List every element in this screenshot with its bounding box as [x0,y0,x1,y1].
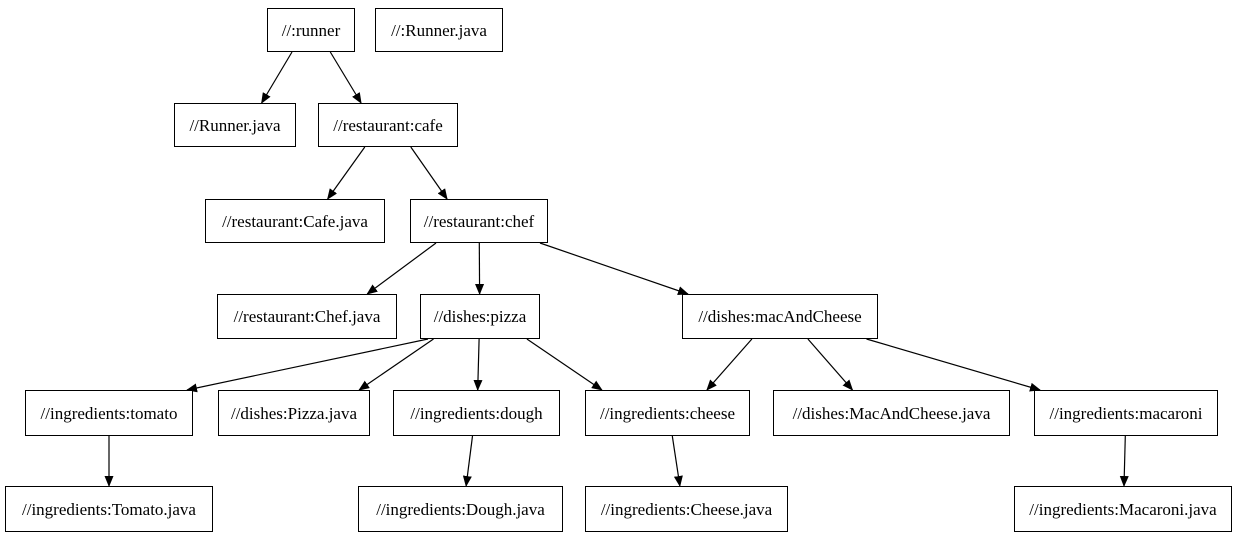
graph-node-label: //ingredients:dough [410,403,543,423]
graph-node-dough-java: //ingredients:Dough.java [358,486,563,532]
graph-edge-cafe-to-cafe-java [327,146,366,200]
graph-node-label: //dishes:pizza [433,307,527,326]
graph-node-chef-java: //restaurant:Chef.java [217,294,397,339]
graph-node-cheese-java: //ingredients:Cheese.java [585,486,788,532]
graph-node-label: //restaurant:cafe [333,115,443,135]
graph-node-tomato: //ingredients:tomato [25,390,193,436]
graph-node-pizza-java: //dishes:Pizza.java [218,390,370,436]
graph-node-macaroni-java: //ingredients:Macaroni.java [1014,486,1232,532]
graph-edge-dough-to-dough-java [462,435,474,487]
graph-edge-mac-and-cheese-to-mac-and-cheese-java [807,338,854,391]
graph-edge-macaroni-to-macaroni-java [1119,435,1129,487]
graph-node-cafe: //restaurant:cafe [318,103,458,147]
graph-node-cheese: //ingredients:cheese [585,390,750,436]
graph-edge-cafe-to-chef [410,146,448,200]
graph-node-label: //ingredients:Macaroni.java [1029,499,1217,519]
graph-node-runner: //:runner [267,8,355,52]
graph-node-label: //:runner [281,20,341,40]
graph-edge-chef-to-mac-and-cheese [539,242,689,295]
graph-node-label: //ingredients:macaroni [1049,403,1203,423]
graph-node-mac-and-cheese-java: //dishes:MacAndCheese.java [773,390,1010,436]
graph-node-label: //ingredients:Cheese.java [600,499,773,519]
graph-node-label: //ingredients:cheese [599,403,735,423]
graph-edge-pizza-to-pizza-java [358,338,434,391]
graph-edge-runner-to-runner-java [261,51,293,104]
graph-edge-mac-and-cheese-to-cheese [706,338,753,391]
graph-node-label: //dishes:MacAndCheese.java [792,403,991,423]
graph-node-label: //restaurant:Chef.java [233,307,381,326]
graph-edge-cheese-to-cheese-java [671,435,683,487]
graph-node-pizza: //dishes:pizza [420,294,540,339]
graph-node-label: //:Runner.java [391,20,487,40]
graph-node-label: //ingredients:Tomato.java [22,499,196,519]
graph-node-runner-java-root: //:Runner.java [375,8,503,52]
graph-node-label: //dishes:macAndCheese [698,307,862,326]
graph-edge-pizza-to-cheese [526,338,603,391]
graph-node-cafe-java: //restaurant:Cafe.java [205,199,385,243]
graph-node-dough: //ingredients:dough [393,390,560,436]
graph-node-label: //dishes:Pizza.java [230,403,358,423]
graph-node-runner-java: //Runner.java [174,103,296,147]
graph-edge-runner-to-cafe [329,51,362,104]
graph-node-label: //Runner.java [189,115,281,135]
graph-node-macaroni: //ingredients:macaroni [1034,390,1218,436]
graph-edge-mac-and-cheese-to-macaroni [866,338,1041,392]
graph-node-label: //restaurant:Cafe.java [222,211,368,231]
graph-edge-pizza-to-tomato [186,338,429,393]
graph-edge-chef-to-chef-java [366,242,437,295]
graph-node-label: //ingredients:Dough.java [376,499,545,519]
graph-node-chef: //restaurant:chef [410,199,548,243]
graph-node-label: //restaurant:chef [423,211,535,231]
graph-node-tomato-java: //ingredients:Tomato.java [5,486,213,532]
graph-node-label: //ingredients:tomato [40,403,178,423]
graph-node-mac-and-cheese: //dishes:macAndCheese [682,294,878,339]
graph-edge-pizza-to-dough [473,338,483,391]
